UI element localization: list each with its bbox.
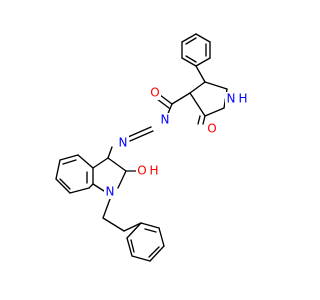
nitrogen-azo-label-1: N <box>161 113 170 127</box>
bond <box>123 222 142 232</box>
oxygen-hydroxy-label: O <box>137 164 146 178</box>
bond <box>55 178 71 194</box>
bond <box>185 37 197 45</box>
bond <box>144 228 157 233</box>
bond <box>88 183 94 189</box>
bond <box>195 33 211 43</box>
molecule-structure: O O N H N N O H N <box>55 33 249 262</box>
bond <box>59 178 71 190</box>
bond <box>59 154 79 161</box>
bond <box>92 157 109 169</box>
label-background <box>104 185 116 199</box>
bond <box>130 239 135 253</box>
bond <box>131 255 151 262</box>
hetero-atom-labels: O O N H N N O H N <box>106 86 248 199</box>
molecule-canvas: O O N H N N O H N <box>55 33 249 262</box>
bond <box>159 94 173 105</box>
nitrogen-lactam-label: N <box>227 92 236 106</box>
bond <box>148 246 160 258</box>
bond <box>62 159 77 165</box>
oxygen-amide-label: O <box>150 86 159 100</box>
bond <box>195 57 211 67</box>
bond <box>102 217 125 232</box>
label-background <box>237 92 249 106</box>
bond <box>117 170 127 189</box>
bond <box>171 92 191 105</box>
bond <box>158 227 165 247</box>
bond <box>189 92 206 117</box>
bond <box>156 98 170 109</box>
label-background <box>225 92 237 106</box>
nitrogen-azo-label-2: N <box>119 136 128 150</box>
bond <box>185 55 197 63</box>
phenethyl-chain <box>102 198 142 232</box>
hydrogen-hydroxy-label: H <box>149 164 158 178</box>
bond <box>92 183 105 192</box>
bond <box>189 81 206 94</box>
bond <box>140 222 160 229</box>
top-phenyl-ring <box>181 33 211 83</box>
oxygen-lactam-label: O <box>207 122 216 136</box>
bond <box>197 115 201 125</box>
indole-five-ring <box>92 157 141 192</box>
bond <box>202 115 206 125</box>
bond <box>204 81 228 90</box>
label-background <box>206 122 218 136</box>
bond <box>195 65 206 83</box>
bond <box>181 57 197 67</box>
bond <box>129 130 154 142</box>
bond <box>102 198 111 219</box>
bond <box>126 222 142 239</box>
bond <box>126 237 133 257</box>
bond <box>204 107 225 117</box>
bond <box>107 146 113 159</box>
pyrrolidinone-ring <box>189 81 228 125</box>
label-background <box>149 86 161 100</box>
label-background <box>159 113 171 127</box>
bond <box>55 159 61 180</box>
bond <box>107 157 127 172</box>
bond <box>181 33 197 43</box>
hetero-label-backgrounds <box>104 86 249 199</box>
benzo-ring <box>55 154 94 194</box>
bond <box>69 187 90 194</box>
bond <box>149 245 165 262</box>
hydrogen-lactam-label: H <box>238 92 247 106</box>
label-background <box>148 164 160 178</box>
nitrogen-indole-label: N <box>106 185 115 199</box>
label-background <box>117 136 129 150</box>
bottom-phenyl-ring <box>126 222 165 262</box>
label-background <box>136 164 148 178</box>
bond <box>77 154 94 169</box>
bond <box>127 126 152 138</box>
